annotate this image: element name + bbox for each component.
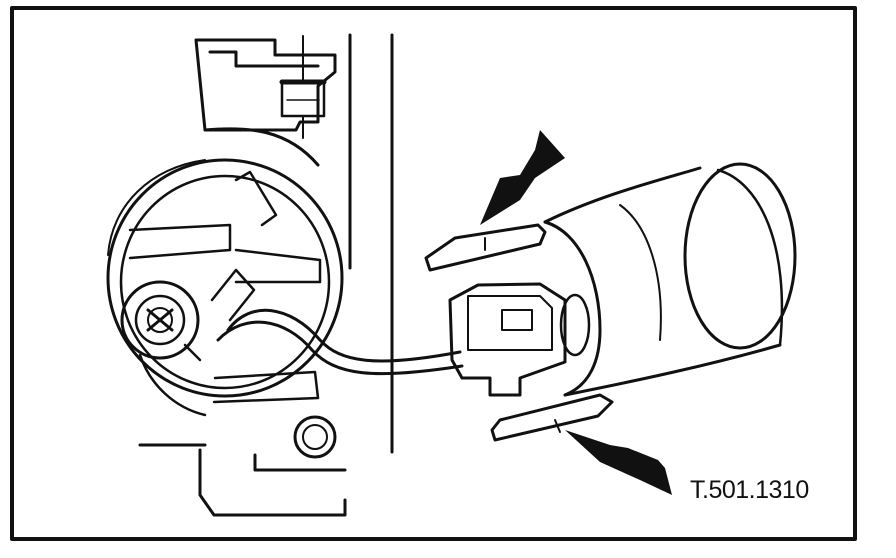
small-plug	[279, 35, 327, 139]
sender-ring	[106, 158, 344, 398]
body-panel	[138, 33, 394, 517]
wiring-harness	[216, 308, 464, 376]
pump-connector	[448, 282, 591, 397]
upper-clip	[424, 223, 547, 272]
arrow-upper	[480, 130, 565, 225]
cross-arms	[128, 170, 322, 417]
figure-reference-label: T.501.1310	[690, 476, 809, 504]
arrow-lower	[565, 430, 672, 495]
fuel-pump-body	[543, 162, 797, 397]
figure-border	[10, 6, 857, 541]
lower-clip	[490, 393, 614, 442]
mounting-bolt	[120, 280, 200, 360]
grommet	[293, 415, 337, 459]
